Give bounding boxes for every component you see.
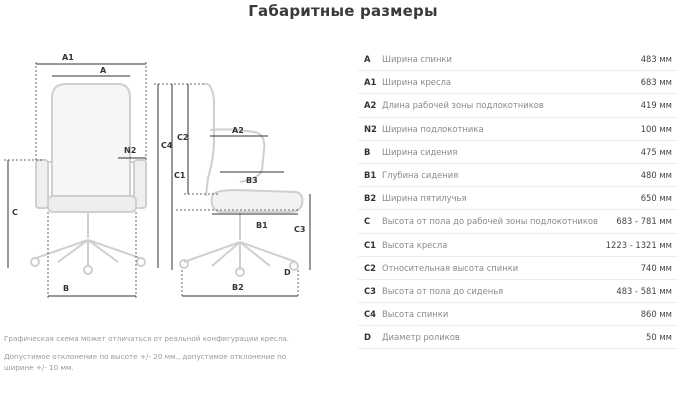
spec-value: 1223 - 1321 мм [605, 239, 672, 250]
spec-code: A2 [364, 100, 377, 111]
label-B2: B2 [232, 283, 244, 292]
spec-row: C1 Высота кресла 1223 - 1321 мм [358, 234, 678, 257]
spec-row: C2 Относительная высота спинки 740 мм [358, 257, 678, 280]
label-A: A [100, 66, 107, 75]
diagram-disclaimer-note: Графическая схема может отличаться от ре… [4, 334, 290, 343]
spec-label: Высота спинки [382, 309, 449, 320]
spec-value: 683 - 781 мм [616, 216, 672, 227]
spec-row: B1 Глубина сидения 480 мм [358, 164, 678, 188]
spec-value: 740 мм [640, 262, 672, 273]
spec-code: C3 [364, 285, 376, 296]
spec-label: Диаметр роликов [382, 332, 460, 343]
spec-label: Высота от пола до рабочей зоны подлокотн… [382, 216, 598, 227]
spec-value: 480 мм [640, 169, 672, 180]
spec-code: C2 [364, 262, 376, 273]
spec-row: A2 Длина рабочей зоны подлокотников 419 … [358, 94, 678, 118]
spec-code: C1 [364, 239, 376, 250]
spec-row: B Ширина сидения 475 мм [358, 141, 678, 164]
spec-row: A Ширина спинки 483 мм [358, 48, 678, 72]
spec-value: 483 мм [640, 54, 672, 64]
spec-value: 50 мм [646, 332, 672, 343]
spec-row: N2 Ширина подлокотника 100 мм [358, 118, 678, 141]
spec-label: Ширина спинки [382, 54, 452, 64]
spec-row: D Диаметр роликов 50 мм [358, 326, 678, 350]
spec-label: Глубина сидения [382, 169, 459, 180]
spec-code: B2 [364, 193, 377, 204]
tolerance-note: Допустимое отклонение по высоте +/- 20 м… [4, 352, 287, 372]
label-A2: A2 [232, 126, 244, 135]
spec-label: Относительная высота спинки [382, 262, 519, 273]
label-C2: C2 [177, 133, 188, 142]
spec-code: A [364, 54, 371, 64]
label-B: B [63, 284, 69, 293]
spec-row: C4 Высота спинки 860 мм [358, 303, 678, 327]
spec-code: B [364, 146, 371, 157]
dimension-lines [4, 62, 311, 298]
spec-label: Высота кресла [382, 239, 448, 250]
spec-code: C [364, 216, 371, 227]
spec-value: 650 мм [640, 193, 672, 204]
spec-label: Ширина подлокотника [382, 123, 484, 134]
label-B1: B1 [256, 221, 268, 230]
spec-list: A Ширина спинки 483 мм A1 Ширина кресла … [358, 48, 678, 350]
label-A1: A1 [62, 53, 74, 62]
spec-value: 100 мм [640, 123, 672, 134]
label-B3: B3 [246, 176, 258, 185]
chair-side-view [179, 82, 304, 277]
page-title: Габаритные размеры [248, 2, 438, 20]
spec-code: A1 [364, 77, 377, 88]
spec-row: C3 Высота от пола до сиденья 483 - 581 м… [358, 280, 678, 304]
chair-front-view [30, 83, 147, 275]
spec-row: A1 Ширина кресла 683 мм [358, 71, 678, 95]
spec-code: N2 [364, 123, 377, 134]
spec-value: 683 мм [640, 77, 672, 88]
chair-dimension-diagram: A1 A N2 C B C4 C1 C2 A2 B3 B1 C3 B2 D [4, 53, 311, 298]
spec-value: 419 мм [640, 100, 672, 111]
spec-value: 860 мм [640, 309, 672, 320]
label-C3: C3 [294, 225, 305, 234]
label-C: C [12, 208, 18, 217]
spec-label: Длина рабочей зоны подлокотников [382, 100, 544, 111]
spec-label: Ширина пятилучья [382, 193, 467, 204]
label-C1: C1 [174, 171, 186, 180]
spec-value: 483 - 581 мм [616, 285, 672, 296]
spec-label: Высота от пола до сиденья [382, 285, 504, 296]
label-D: D [284, 268, 291, 277]
spec-row: B2 Ширина пятилучья 650 мм [358, 187, 678, 211]
spec-code: B1 [364, 169, 377, 180]
spec-code: C4 [364, 309, 376, 320]
spec-label: Ширина кресла [382, 77, 452, 88]
spec-code: D [364, 332, 371, 343]
label-N2: N2 [124, 146, 136, 155]
label-C4: C4 [161, 141, 173, 150]
spec-value: 475 мм [640, 146, 672, 157]
spec-label: Ширина сидения [382, 146, 458, 157]
spec-row: C Высота от пола до рабочей зоны подлоко… [358, 210, 678, 234]
